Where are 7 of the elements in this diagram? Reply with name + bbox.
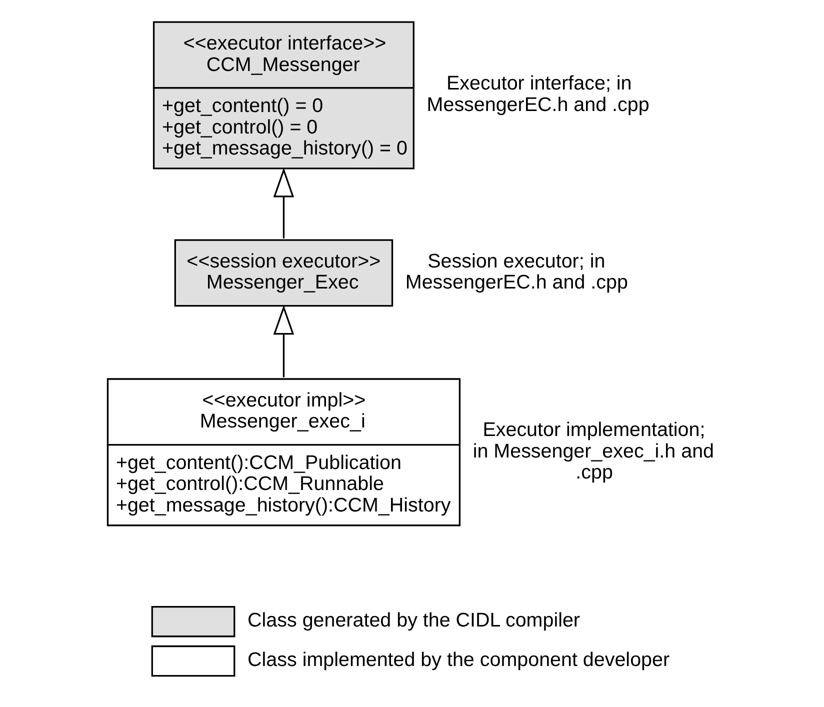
node-label: Executor interface; in MessengerEC.h and .cpp: [426, 72, 650, 116]
node-label: Executor implementation; in Messenger_exec_i.h and .cpp: [472, 418, 714, 484]
legend-label: Class implemented by the component developer: [248, 649, 670, 672]
arrow: [273, 304, 294, 378]
legend-label: Class generated by the CIDL compiler: [248, 610, 580, 632]
node-label: Session executor; in MessengerEC.h and .cpp: [405, 250, 628, 294]
arrow: [273, 168, 294, 238]
